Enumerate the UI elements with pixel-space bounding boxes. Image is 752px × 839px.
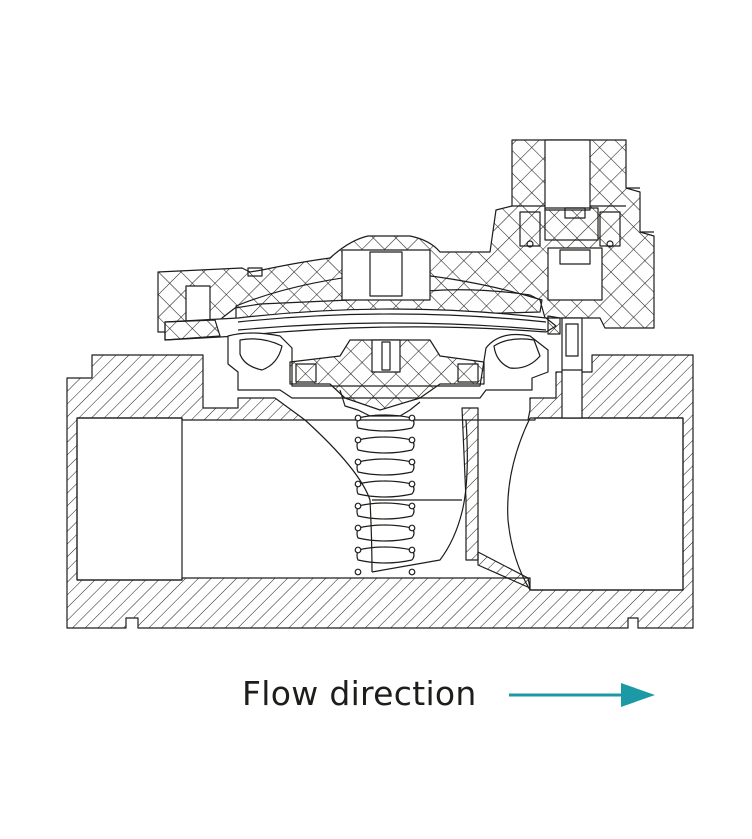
valve-seat	[304, 407, 531, 591]
valve-cross-section-diagram	[66, 139, 694, 629]
valve-body	[66, 354, 694, 629]
diaphragm	[164, 308, 561, 341]
valve-disc	[227, 332, 549, 417]
flow-direction-caption: Flow direction	[242, 668, 659, 718]
flow-direction-label: Flow direction	[242, 673, 477, 713]
guide-pin	[561, 317, 583, 419]
bonnet-cover	[157, 139, 655, 333]
flow-arrow-icon	[508, 683, 655, 707]
spring	[354, 414, 416, 576]
